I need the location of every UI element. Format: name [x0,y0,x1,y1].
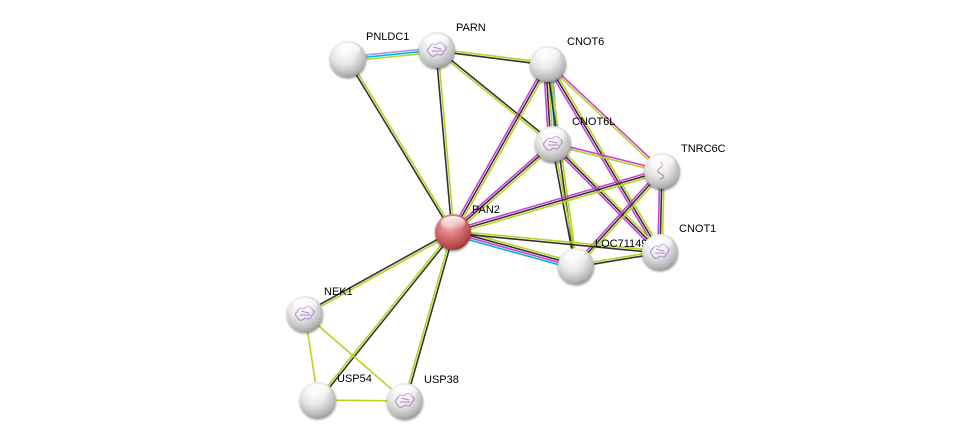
node-gloss [540,128,566,142]
node-label: NEK1 [324,286,353,298]
edge-parn-cnot6l[interactable] [435,48,555,146]
node-label: PARN [456,22,486,34]
edge-evidence-textmining [553,141,663,252]
node-label: CNOT6L [572,116,615,128]
edge-evidence-textmining [304,313,406,402]
edge-evidence-experiments [550,144,660,255]
node-label: CNOT6 [567,36,604,48]
edge-evidence-textmining [548,63,578,266]
edge-parn-cnot6[interactable] [436,48,549,66]
edge-pan2-nek1[interactable] [304,230,454,316]
edge-evidence-coexpression [437,48,555,144]
node-cnot6[interactable]: CNOT6 [530,36,604,82]
node-gloss [535,48,561,62]
node-label: USP54 [337,373,372,385]
edge-evidence-coexpression [575,170,663,267]
node-cnot6l[interactable]: CNOT6L [535,116,615,162]
edge-evidence-coexpression [304,230,453,314]
edge-pan2-cnot1[interactable] [452,230,661,254]
node-label: PAN2 [472,204,500,216]
edge-evidence-experiments [452,232,576,268]
edge-nek1-usp38[interactable] [304,313,406,402]
node-label: LOC711494 [595,238,654,250]
edge-parn-pan2[interactable] [435,49,455,233]
edge-evidence-experiments [451,141,553,231]
edge-evidence-coexpression [435,50,453,233]
edge-pan2-usp54[interactable] [316,230,455,402]
edge-cnot6-tnrc6c[interactable] [546,62,664,173]
edge-evidence-textmining [437,48,549,64]
node-nek1[interactable]: NEK1 [287,286,353,332]
edge-tnrc6c-pan2[interactable] [452,168,663,235]
edge-evidence-textmining [552,144,662,173]
node-cnot1[interactable]: CNOT1 [642,223,716,270]
node-usp54[interactable]: USP54 [300,373,372,418]
edge-cnot6l-pan2[interactable] [451,141,555,235]
edge-evidence-textmining [454,64,551,234]
edge-evidence-textmining [348,58,455,232]
node-gloss [647,236,673,250]
node-loc711494[interactable]: LOC711494 [558,238,654,284]
node-gloss [563,250,589,264]
node-label: PNLDC1 [366,31,409,43]
edge-evidence-experiments [545,64,659,254]
edge-tnrc6c-loc711494[interactable] [573,168,665,269]
node-gloss [392,385,418,399]
node-pan2[interactable]: PAN2 [435,204,500,250]
node-gloss [292,298,318,312]
edge-evidence-coexpression [436,50,548,66]
edge-evidence-experiments [553,142,663,171]
edge-evidence-experiments [573,168,661,266]
node-gloss [335,43,361,57]
node-gloss [649,155,675,169]
edge-evidence-coexpression [452,232,660,254]
node-usp38[interactable]: USP38 [387,374,459,419]
edge-evidence-textmining [546,64,662,173]
edge-pan2-usp38[interactable] [403,231,455,402]
edge-evidence-experiments [450,62,547,232]
edge-evidence-experiments [452,168,662,231]
edge-evidence-coexpression [405,232,455,402]
edge-cnot6l-tnrc6c[interactable] [552,142,663,173]
edge-evidence-coexpression [551,144,576,267]
edge-evidence-textmining [549,62,663,252]
node-label: TNRC6C [681,143,726,155]
node-gloss [440,216,466,230]
edge-cnot6-pan2[interactable] [450,62,551,234]
edge-evidence-coexpression [453,230,577,266]
edge-evidence-coexpression [452,63,549,233]
edge-evidence-textmining [403,231,453,401]
edge-evidence-textmining [437,49,455,232]
node-label: USP38 [424,374,459,386]
edge-evidence-coexpression [452,170,663,233]
edge-evidence-textmining [577,171,665,269]
node-parn[interactable]: PARN [419,22,486,68]
edge-evidence-textmining [453,228,578,264]
node-label: CNOT1 [679,223,716,235]
edge-evidence-textmining [453,145,555,235]
edge-evidence-coexpression [552,143,661,253]
edge-evidence-database [451,234,576,270]
edges-layer [304,47,665,402]
edge-evidence-textmining [453,230,661,252]
edge-evidence-coexpression [452,143,554,233]
edge-evidence-textmining [305,232,454,316]
edge-evidence-coexpression [346,59,453,233]
edge-cnot6l-cnot1[interactable] [550,141,663,255]
edge-pan2-loc711494[interactable] [451,228,578,270]
edge-evidence-experiments [548,62,664,171]
node-gloss [424,34,450,48]
edge-evidence-textmining [435,50,553,146]
node-pnldc1[interactable]: PNLDC1 [330,31,409,77]
edge-evidence-coexpression [318,232,455,402]
edge-pnldc1-pan2[interactable] [346,58,455,233]
edge-cnot6-loc711494[interactable] [546,63,578,267]
node-tnrc6c[interactable]: TNRC6C [644,143,726,189]
edge-evidence-textmining [453,172,663,235]
edge-evidence-textmining [316,230,453,400]
node-gloss [305,384,331,398]
